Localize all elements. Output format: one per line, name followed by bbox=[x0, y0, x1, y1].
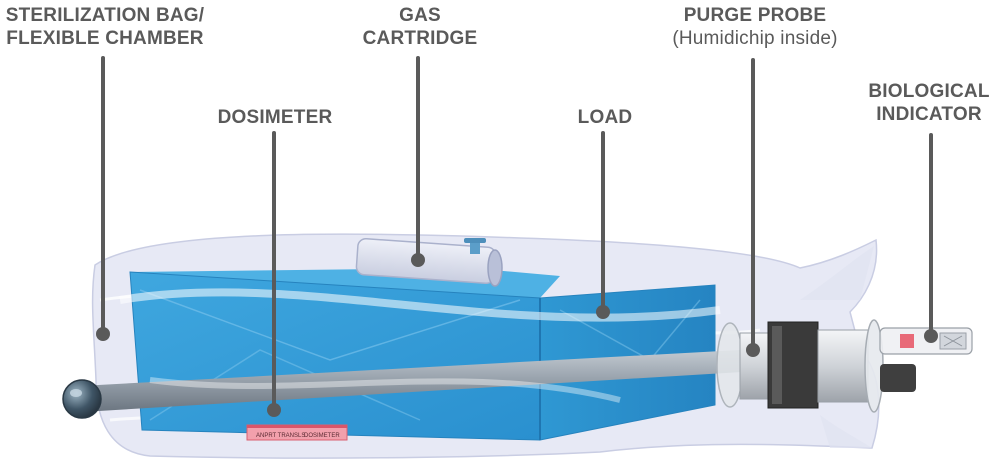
leader-lines bbox=[96, 56, 938, 417]
purge-probe-label: PURGE PROBE (Humidichip inside) bbox=[650, 4, 860, 50]
dosimeter-label-line1: DOSIMETER bbox=[217, 107, 333, 128]
gas-cartridge bbox=[355, 238, 503, 287]
bag-front-film bbox=[119, 246, 874, 448]
purge-probe-label-line1: PURGE PROBE bbox=[683, 5, 827, 26]
load-label-line1: LOAD bbox=[577, 107, 633, 128]
gas-cartridge-label: GAS CARTRIDGE bbox=[345, 4, 495, 50]
sterilization-bag-label-line1: STERILIZATION BAG/ bbox=[5, 5, 205, 26]
dosimeter-strip-text-left: ANPRT TRANSLS bbox=[256, 433, 305, 439]
leader-dot-dosimeter bbox=[267, 403, 281, 417]
leader-dot-bi bbox=[924, 329, 938, 343]
biological-indicator-label-line1: BIOLOGICAL bbox=[868, 81, 990, 102]
biological-indicator-label-line2: INDICATOR bbox=[876, 104, 982, 125]
leader-dot-load bbox=[596, 305, 610, 319]
dosimeter-label: DOSIMETER bbox=[200, 106, 350, 129]
dosimeter: ANPRT TRANSLS DOSIMETER bbox=[246, 424, 348, 441]
purge-probe-label-line2: (Humidichip inside) bbox=[672, 28, 838, 49]
biological-indicator-label: BIOLOGICAL INDICATOR bbox=[858, 80, 1000, 126]
leader-dot-gas bbox=[411, 253, 425, 267]
gas-cartridge-label-line1: GAS bbox=[399, 5, 441, 26]
load-label: LOAD bbox=[555, 106, 655, 129]
sterilization-bag-label-line2: FLEXIBLE CHAMBER bbox=[6, 28, 204, 49]
sterilization-bag-label: STERILIZATION BAG/ FLEXIBLE CHAMBER bbox=[0, 4, 210, 50]
leader-dot-purge bbox=[746, 343, 760, 357]
dosimeter-strip-text-right: DOSIMETER bbox=[304, 433, 340, 439]
leader-dot-bag bbox=[96, 327, 110, 341]
purge-probe bbox=[62, 319, 973, 419]
gas-cartridge-label-line2: CARTRIDGE bbox=[362, 28, 478, 49]
